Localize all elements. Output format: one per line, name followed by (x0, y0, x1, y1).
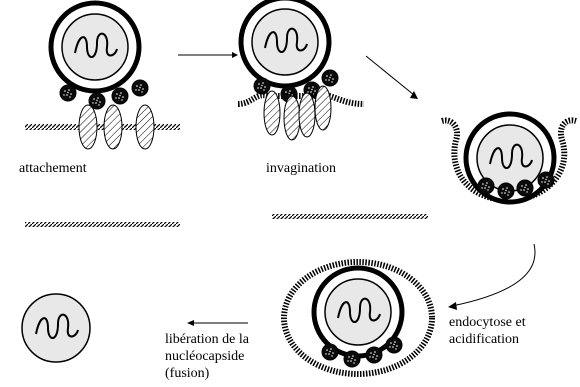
label-release-line-2: nucléocapside (165, 348, 249, 365)
stage-endocytosis (442, 114, 576, 202)
label-release-line-3: (fusion) (165, 365, 249, 382)
lower-membrane (25, 222, 180, 227)
released-nucleocapsid (22, 294, 90, 362)
stage-attachment (25, 3, 180, 227)
label-invagination: invagination (266, 160, 336, 177)
label-endocytosis-line-1: endocytose et (449, 314, 526, 331)
arrow-1 (178, 52, 238, 58)
stage-acidification (284, 262, 432, 374)
cell-membrane (25, 124, 180, 130)
lower-membrane-2 (272, 214, 428, 219)
label-release: libération de la nucléocapside (fusion) (165, 331, 249, 382)
arrow-2 (366, 56, 418, 99)
arrow-3 (448, 244, 535, 310)
arrow-4 (187, 320, 248, 326)
label-endocytosis-line-2: acidification (449, 331, 526, 348)
label-release-line-1: libération de la (165, 331, 249, 348)
label-endocytosis: endocytose et acidification (449, 314, 526, 348)
stage-invagination (238, 0, 428, 219)
label-attachment: attachement (19, 160, 87, 177)
